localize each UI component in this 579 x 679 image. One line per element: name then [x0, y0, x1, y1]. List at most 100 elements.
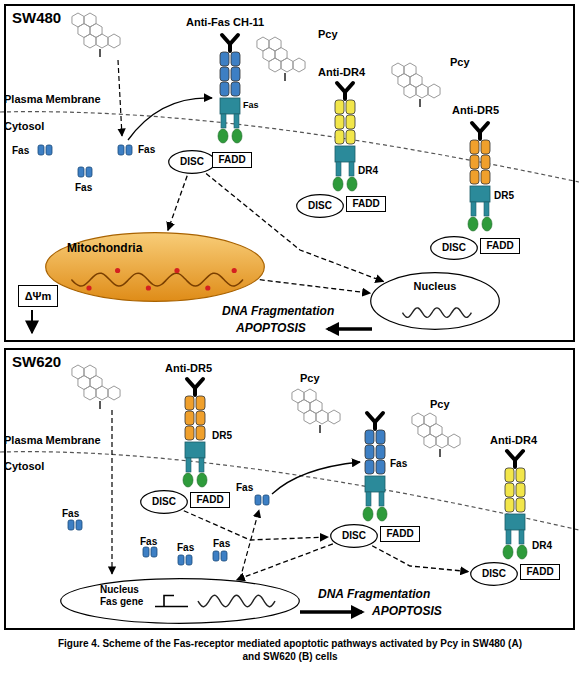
fas-monomer — [86, 167, 92, 177]
node-label: DISC — [342, 530, 366, 542]
pcy-arrow — [118, 60, 122, 136]
pcy-molecule — [72, 13, 120, 57]
death-domain — [503, 545, 513, 559]
apoptosis-arrow — [328, 327, 372, 331]
panel: SW620DISCFADDDISCFADDDISCFADDNucleusFas … — [4, 348, 575, 630]
pathway-connector — [237, 544, 333, 580]
part-label: Plasma Membrane — [4, 434, 101, 447]
fas-monomer — [46, 145, 52, 155]
death-domain — [232, 129, 242, 143]
receptor-domain — [196, 426, 205, 440]
cytochrome-dot — [146, 285, 151, 290]
receptor-domain — [185, 426, 194, 440]
receptor-domain — [481, 155, 490, 169]
outline — [169, 151, 216, 174]
receptor-domain — [376, 460, 385, 474]
receptor-symbol — [503, 451, 527, 559]
part-label: DR5 — [494, 190, 514, 202]
outline — [46, 233, 265, 302]
fas-icon — [78, 167, 92, 177]
fadd-box: FADD — [480, 238, 520, 254]
receptor-domain — [346, 130, 355, 144]
receptor-domain — [505, 483, 514, 497]
part-label: Fas — [243, 100, 259, 110]
outline — [481, 239, 520, 254]
chromatin — [198, 595, 275, 606]
receptor-domain — [185, 411, 194, 425]
death-domain — [333, 177, 343, 191]
receptor-domain — [220, 52, 229, 66]
pcy-ring — [424, 434, 436, 448]
fas-monomer — [263, 495, 269, 505]
fas-gene-symbol — [155, 595, 188, 606]
outcome-label: DNA Fragmentation — [318, 588, 430, 602]
outcome-label: APOPTOSIS — [236, 322, 306, 336]
pathway-connector — [372, 546, 468, 572]
fas-monomer — [178, 555, 184, 565]
pcy-ring — [108, 34, 120, 48]
outline — [61, 579, 300, 624]
node-outline — [60, 578, 300, 624]
part-label: Fas — [236, 482, 253, 494]
part-label: Fas — [390, 458, 407, 470]
pcy-bond — [99, 49, 101, 57]
receptor-symbol — [363, 413, 387, 521]
outline — [521, 565, 560, 580]
pcy-ring — [416, 84, 428, 98]
outline — [371, 273, 500, 330]
fadd-box: FADD — [520, 564, 560, 580]
antibody-symbol — [337, 83, 353, 99]
transmembrane-domain — [185, 442, 205, 458]
pcy-arrow — [111, 410, 112, 574]
node-label: FADD — [526, 566, 553, 578]
receptor-domain — [470, 155, 479, 169]
outline — [381, 527, 420, 542]
fas-monomer — [76, 520, 82, 530]
outcome-label: APOPTOSIS — [372, 605, 442, 619]
death-domain — [482, 217, 492, 231]
cytochrome-dot — [232, 268, 237, 273]
receptor-domain — [470, 140, 479, 154]
cytochrome-dot — [205, 285, 210, 290]
part-label: Pcy — [318, 28, 338, 41]
translocation-arrow — [128, 98, 212, 140]
pcy-bond — [99, 401, 101, 409]
disc-ellipse: DISC — [470, 562, 518, 586]
receptor-domain — [516, 483, 525, 497]
chromatin — [403, 308, 472, 318]
node-label: Nucleus — [100, 584, 139, 596]
pathway-connector — [168, 176, 187, 231]
pcy-bond — [439, 449, 441, 457]
pcy-ring — [428, 84, 440, 98]
pcy-molecule — [392, 63, 440, 107]
receptor-stalk — [484, 202, 489, 216]
antibody-symbol — [472, 123, 488, 139]
pcy-molecule — [292, 389, 340, 433]
death-domain — [377, 507, 387, 521]
receptor-stalk — [186, 458, 191, 472]
receptor-symbol — [218, 35, 242, 143]
death-domain — [197, 473, 207, 487]
part-label: Anti-DR4 — [318, 66, 365, 79]
receptor-stalk — [379, 492, 384, 506]
receptor-domain — [376, 430, 385, 444]
receptor-domain — [220, 82, 229, 96]
receptor-domain — [196, 411, 205, 425]
outline — [213, 153, 252, 168]
part-label: Cytosol — [4, 120, 44, 133]
apoptosis-arrow — [300, 610, 362, 614]
outline — [331, 525, 378, 548]
pcy-ring — [96, 386, 108, 400]
part-label: Fas — [138, 144, 155, 156]
part-label: DR5 — [212, 430, 232, 442]
death-domain — [218, 129, 228, 143]
receptor-domain — [231, 52, 240, 66]
fas-monomer — [68, 520, 74, 530]
node-label: ΔΨm — [25, 290, 52, 303]
receptor-stalk — [336, 162, 341, 176]
disc-ellipse: DISC — [296, 194, 344, 218]
node-label: DISC — [442, 242, 466, 254]
receptor-domain — [196, 396, 205, 410]
pcy-ring — [304, 410, 316, 424]
receptor-symbol — [183, 379, 207, 487]
